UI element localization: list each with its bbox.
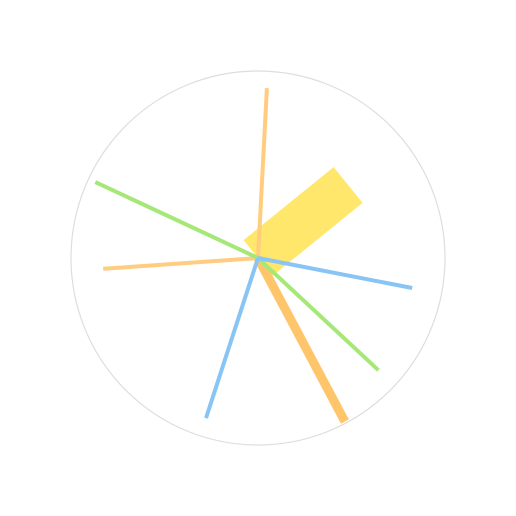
- clock-hands-group: [94, 87, 413, 424]
- blue-lower-hand: [204, 257, 260, 419]
- blue-right-hand: [257, 256, 413, 290]
- orange-lower-hand: [254, 255, 349, 424]
- orange-left-hand: [103, 256, 259, 271]
- orange-upper-hand: [256, 87, 269, 259]
- green-right-hand: [256, 256, 380, 372]
- green-left-hand: [94, 180, 259, 260]
- yellow-wide-hand: [243, 167, 363, 276]
